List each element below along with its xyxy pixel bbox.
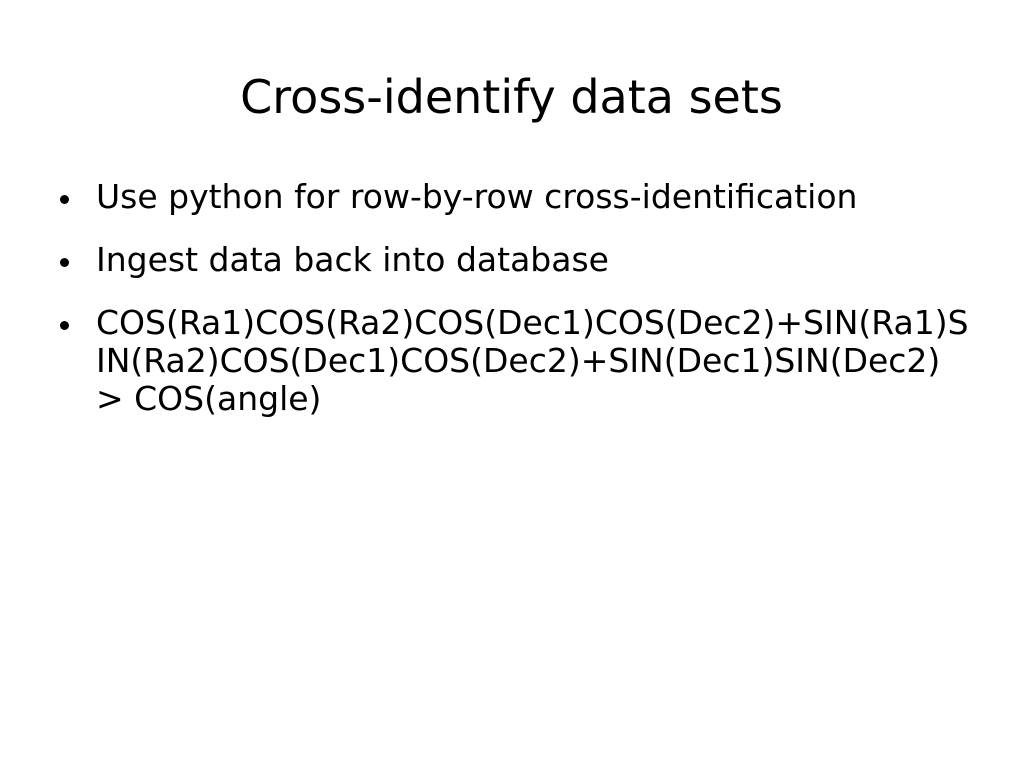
bullet-dot-icon xyxy=(60,258,69,267)
bullet-item: Use python for row-by-row cross-identifi… xyxy=(58,178,978,216)
bullet-text: COS(Ra1)COS(Ra2)COS(Dec1)COS(Dec2)+SIN(R… xyxy=(96,303,969,418)
bullet-item: COS(Ra1)COS(Ra2)COS(Dec1)COS(Dec2)+SIN(R… xyxy=(58,304,978,418)
bullet-dot-icon xyxy=(60,195,69,204)
bullet-dot-icon xyxy=(60,321,69,330)
bullet-list: Use python for row-by-row cross-identifi… xyxy=(58,178,978,443)
slide-title: Cross-identify data sets xyxy=(240,70,783,124)
bullet-text: Ingest data back into database xyxy=(96,240,609,279)
bullet-item: Ingest data back into database xyxy=(58,241,978,279)
bullet-text: Use python for row-by-row cross-identifi… xyxy=(96,177,858,216)
